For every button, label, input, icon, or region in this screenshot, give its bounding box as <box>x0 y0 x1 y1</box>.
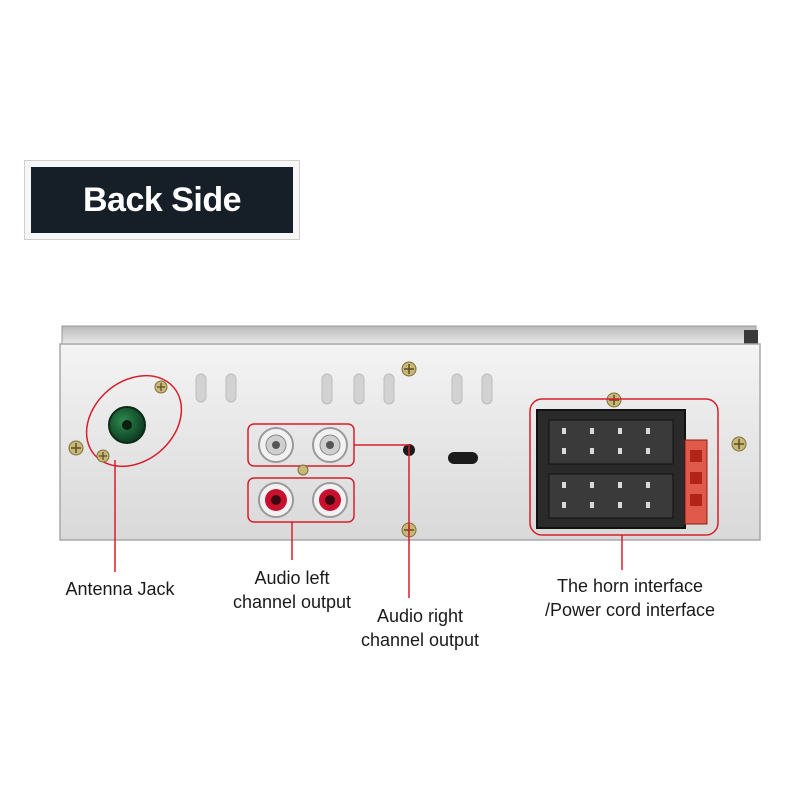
screw-icon <box>606 392 622 408</box>
title-badge-inner: Back Side <box>31 167 293 233</box>
page-title: Back Side <box>82 180 242 219</box>
iso-power-connector <box>529 398 719 536</box>
audio-right-label: Audio right channel output <box>360 606 480 650</box>
antenna-jack-label: Antenna Jack <box>65 579 175 599</box>
audio-right-rca-jacks <box>247 464 355 523</box>
title-badge: Back Side <box>24 160 300 240</box>
panel-slot <box>448 452 478 464</box>
screw-icon <box>401 361 417 377</box>
audio-left-label: Audio left channel output <box>232 568 352 612</box>
screw-icon <box>731 436 747 452</box>
antenna-jack <box>85 374 183 468</box>
leader-lines <box>114 444 623 598</box>
screw-icon <box>68 440 84 456</box>
vent-slots <box>195 373 493 405</box>
horn-power-interface-label: The horn interface /Power cord interface <box>544 576 716 620</box>
